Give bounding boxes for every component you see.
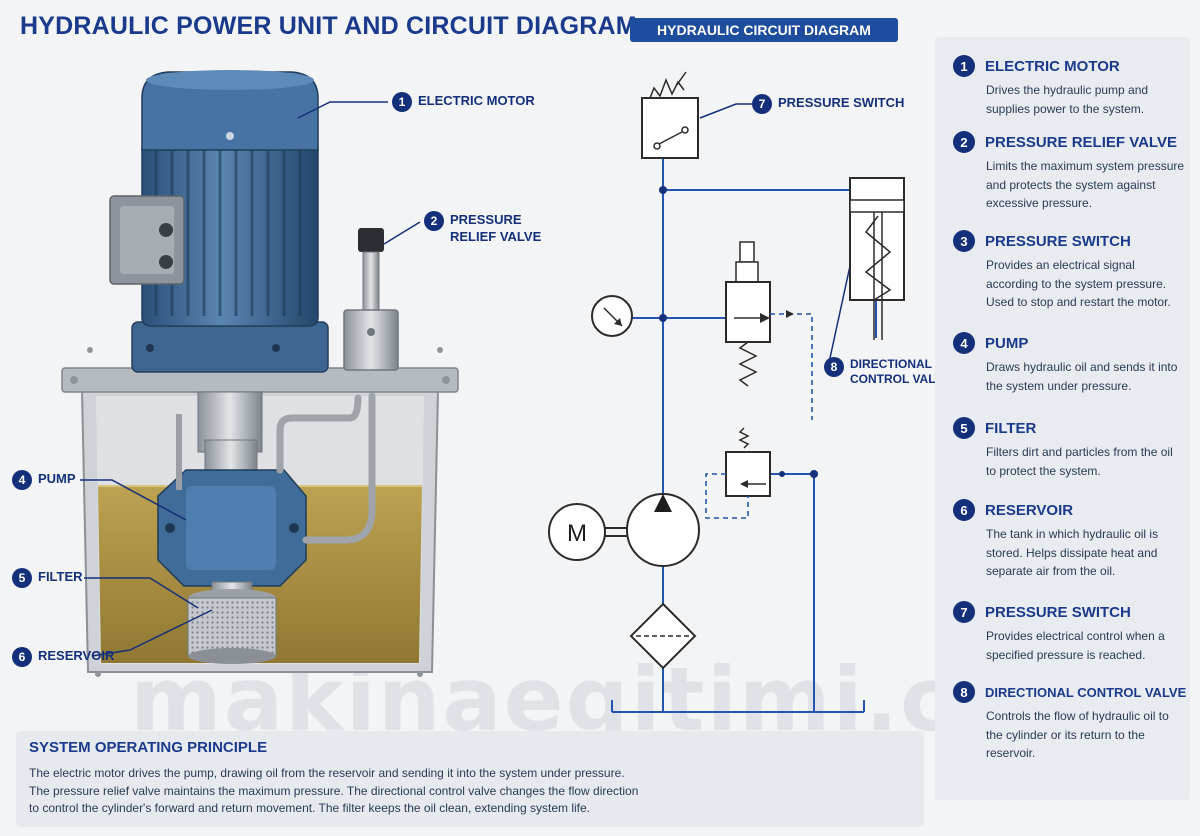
piping: [276, 392, 376, 544]
legend-item-electric-motor: 1 ELECTRIC MOTOR Drives the hydraulic pu…: [953, 55, 1185, 118]
legend-number: 8: [953, 681, 975, 703]
cylinder-symbol: [849, 177, 905, 340]
operating-principle-title: SYSTEM OPERATING PRINCIPLE: [29, 739, 268, 756]
legend-title: PRESSURE SWITCH: [985, 232, 1131, 250]
callout-number: 6: [12, 647, 32, 667]
legend-description: Controls the flow of hydraulic oil to th…: [986, 709, 1169, 760]
callout-label-line2: RELIEF VALVE: [450, 229, 542, 244]
callout-label: PUMP: [38, 471, 76, 486]
relief-valve-illustration: [343, 228, 399, 371]
legend-description: The tank in which hydraulic oil is store…: [986, 527, 1159, 578]
legend-title: DIRECTIONAL CONTROL VALVE: [985, 684, 1187, 700]
legend-description: Draws hydraulic oil and sends it into th…: [986, 360, 1178, 393]
callout-label: ELECTRIC MOTOR: [418, 93, 535, 108]
legend-panel: 1 ELECTRIC MOTOR Drives the hydraulic pu…: [935, 37, 1190, 800]
legend-description: Limits the maximum system pressure and p…: [986, 159, 1185, 210]
legend-number: 1: [953, 55, 975, 77]
filter-symbol: [629, 602, 697, 670]
legend-item-pressure-switch-2: 7 PRESSURE SWITCH Provides electrical co…: [953, 601, 1185, 664]
callout-pump: 4 PUMP: [12, 470, 76, 490]
legend-title: PRESSURE RELIEF VALVE: [985, 133, 1177, 151]
callout-filter: 5 FILTER: [12, 568, 83, 588]
legend-item-directional-control-valve: 8 DIRECTIONAL CONTROL VALVE Controls the…: [953, 681, 1187, 763]
callout-label: FILTER: [38, 569, 83, 584]
legend-title: RESERVOIR: [985, 501, 1074, 519]
legend-item-pressure-switch: 3 PRESSURE SWITCH Provides an electrical…: [953, 230, 1185, 312]
callout-pressure-switch: 7 PRESSURE SWITCH: [752, 94, 904, 114]
dipstick: [176, 414, 182, 490]
relief-valve-symbol: [725, 241, 813, 420]
callout-number: 5: [12, 568, 32, 588]
operating-principle-box: SYSTEM OPERATING PRINCIPLE The electric …: [16, 731, 924, 827]
callout-number: 4: [12, 470, 32, 490]
callout-number: 1: [392, 92, 412, 112]
pump-illustration: [157, 391, 307, 599]
legend-title: FILTER: [985, 419, 1037, 437]
operating-principle-text: The electric motor drives the pump, draw…: [29, 765, 911, 818]
legend-title: PUMP: [985, 334, 1029, 352]
principle-line-2: The pressure relief valve maintains the …: [29, 783, 639, 798]
pressure-switch-symbol: [641, 71, 699, 159]
lower-valve-symbol: [705, 427, 771, 519]
callout-label-line1: PRESSURE: [450, 212, 522, 227]
callout-pressure-relief-valve: 2 PRESSURE RELIEF VALVE: [424, 211, 541, 245]
callout-label-line2: CONTROL VALVE: [850, 372, 951, 386]
motor-symbol: [548, 503, 630, 561]
legend-title: PRESSURE SWITCH: [985, 603, 1131, 621]
legend-number: 2: [953, 131, 975, 153]
legend-number: 7: [953, 601, 975, 623]
legend-description: Filters dirt and particles from the oil …: [986, 445, 1173, 478]
legend-number: 6: [953, 499, 975, 521]
legend-item-pressure-relief-valve: 2 PRESSURE RELIEF VALVE Limits the maxim…: [953, 131, 1185, 213]
legend-item-filter: 5 FILTER Filters dirt and particles from…: [953, 417, 1185, 480]
callout-directional-control-valve: 8 DIRECTIONAL CONTROL VALVE: [824, 357, 951, 387]
callout-label: PRESSURE SWITCH: [778, 95, 905, 110]
legend-number: 5: [953, 417, 975, 439]
callout-label: RESERVOIR: [38, 648, 115, 663]
legend-description: Drives the hydraulic pump and supplies p…: [986, 83, 1149, 116]
callout-number: 8: [824, 357, 844, 377]
page-title: HYDRAULIC POWER UNIT AND CIRCUIT DIAGRAM: [20, 12, 637, 40]
filter-illustration: [187, 589, 277, 664]
callout-label-line1: DIRECTIONAL: [850, 357, 932, 371]
legend-description: Provides electrical control when a speci…: [986, 629, 1165, 662]
legend-number: 3: [953, 230, 975, 252]
circuit-diagram-badge: HYDRAULIC CIRCUIT DIAGRAM: [630, 18, 898, 42]
principle-line-1: The electric motor drives the pump, draw…: [29, 766, 625, 780]
legend-item-reservoir: 6 RESERVOIR The tank in which hydraulic …: [953, 499, 1185, 581]
callout-reservoir: 6 RESERVOIR: [12, 647, 114, 667]
circuit-lines: [611, 158, 877, 713]
callout-electric-motor: 1 ELECTRIC MOTOR: [392, 92, 535, 112]
callout-number: 7: [752, 94, 772, 114]
circuit-junctions: [659, 186, 818, 478]
callout-number: 2: [424, 211, 444, 231]
legend-title: ELECTRIC MOTOR: [985, 57, 1120, 75]
legend-number: 4: [953, 332, 975, 354]
legend-description: Provides an electrical signal according …: [986, 258, 1171, 309]
legend-item-pump: 4 PUMP Draws hydraulic oil and sends it …: [953, 332, 1185, 395]
pressure-gauge-symbol: [591, 295, 633, 337]
principle-line-3: to control the cylinder's forward and re…: [29, 801, 591, 815]
motor-symbol-letter: M: [567, 520, 587, 547]
pump-symbol: [626, 493, 700, 567]
electric-motor-illustration: [109, 70, 329, 373]
